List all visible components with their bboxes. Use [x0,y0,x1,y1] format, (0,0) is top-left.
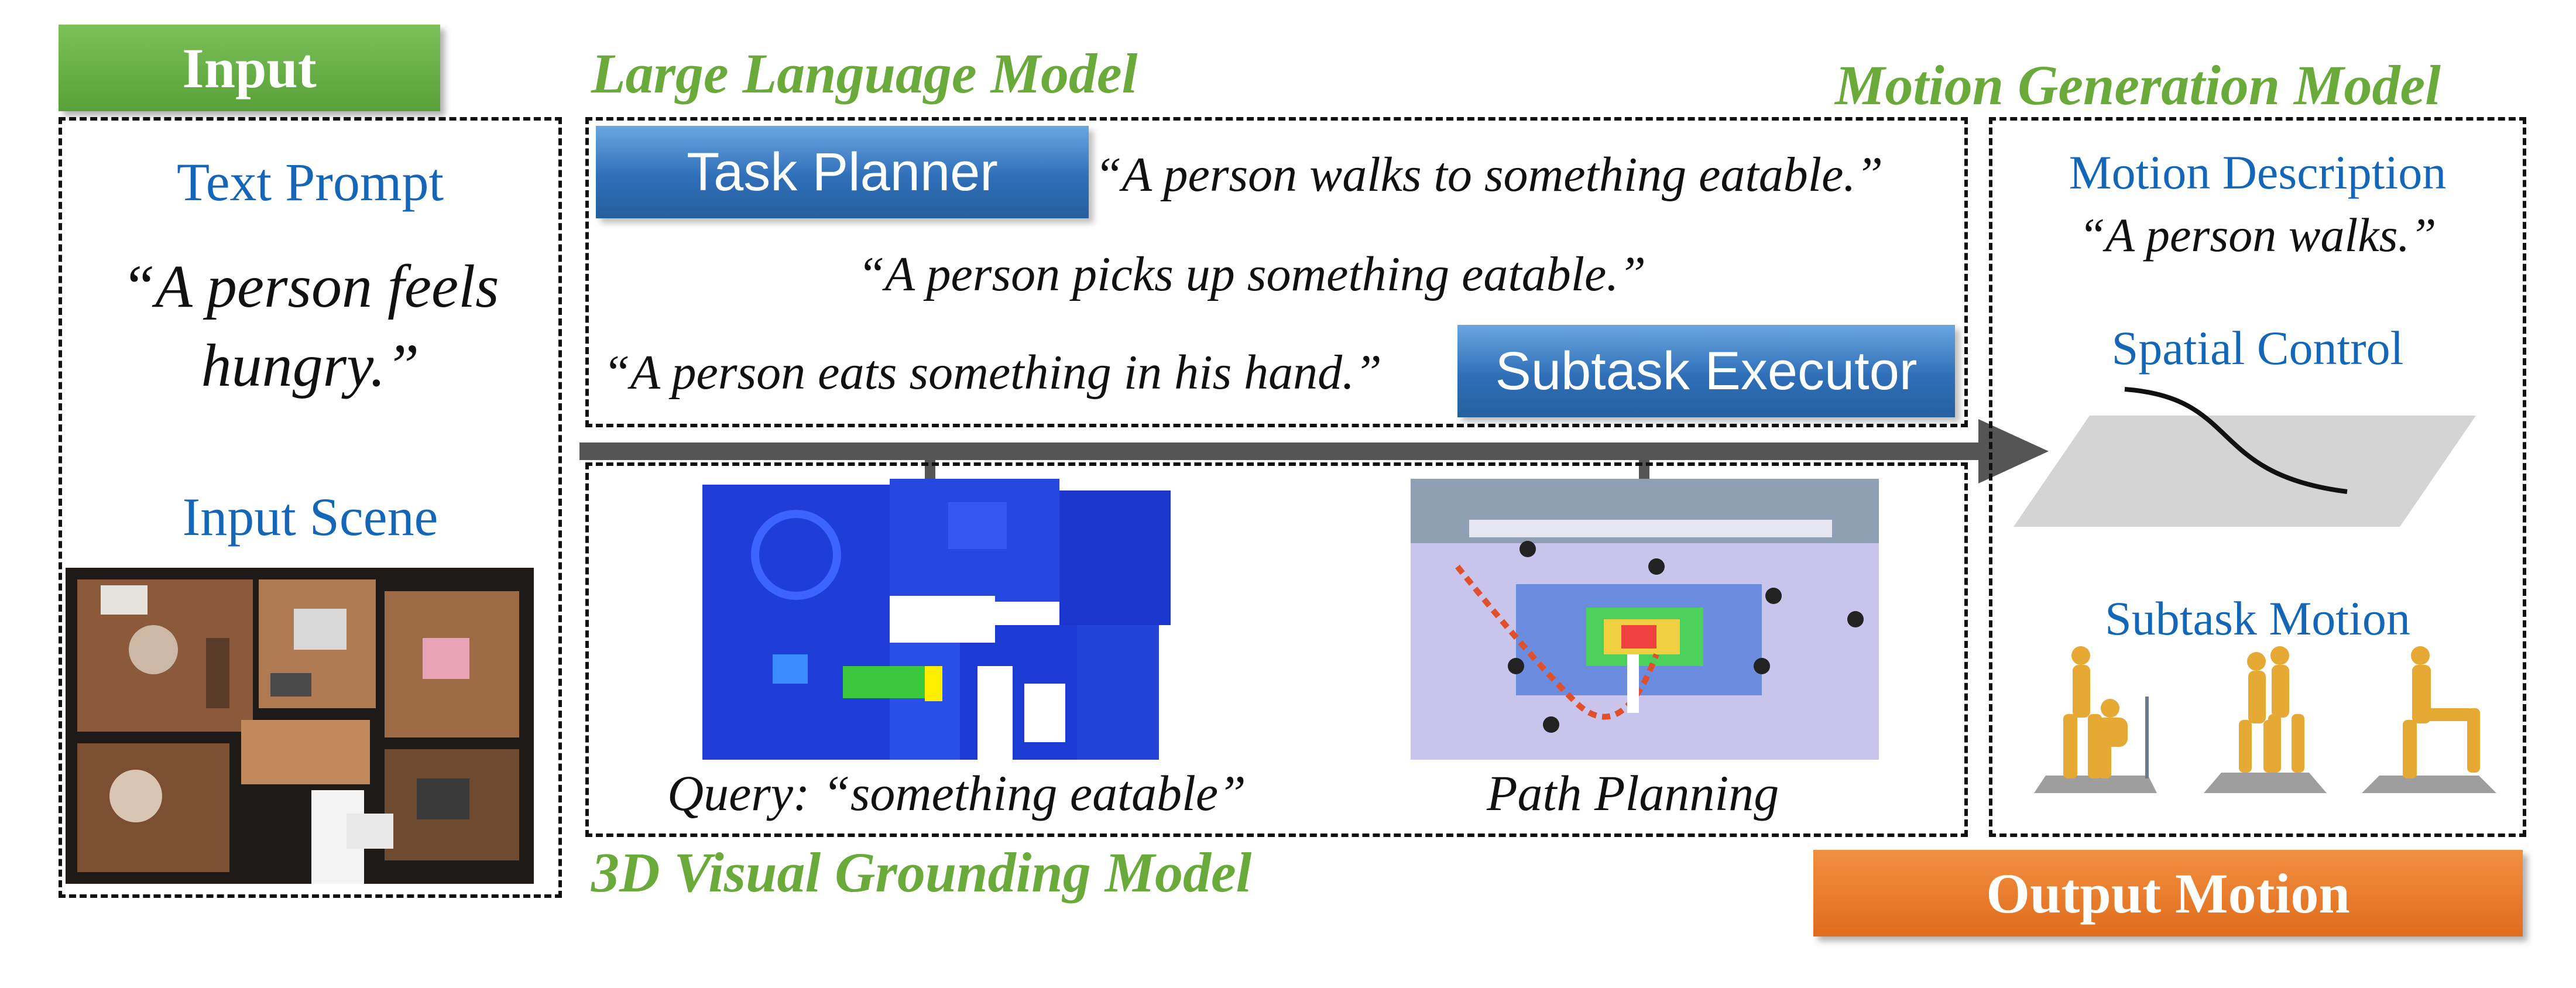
motion-panel [1989,117,2526,837]
query-point-cloud-image [702,479,1171,760]
subtask-motion-figures [2034,646,2496,793]
llm-panel [585,117,1968,427]
input-scene-heading: Input Scene [182,487,438,547]
query-caption: Query: “something eatable” [667,765,1246,821]
task-planner-label: Task Planner [687,142,998,202]
subtask-3-text: “A person eats something in his hand.” [603,345,1382,400]
subtask-executor-button[interactable]: Subtask Executor [1457,325,1955,417]
input-tag: Input [59,25,440,111]
subtask-executor-label: Subtask Executor [1495,341,1918,401]
grounding-title: 3D Visual Grounding Model [591,841,1252,904]
path-planning-caption: Path Planning [1487,765,1779,821]
flow-arrow [579,419,2049,492]
input-tag-label: Input [182,36,317,100]
llm-title: Large Language Model [591,42,1138,105]
text-prompt-heading: Text Prompt [176,152,444,212]
motion-description-heading: Motion Description [2069,146,2447,199]
text-prompt-line2: hungry.” [201,332,420,399]
path-planning-image [1411,479,1879,760]
task-planner-button[interactable]: Task Planner [596,126,1089,218]
text-prompt-line1: “A person feels [121,253,499,320]
subtask-1-text: “A person walks to something eatable.” [1095,147,1884,202]
motion-description-text: “A person walks.” [2078,208,2437,262]
output-motion-tag: Output Motion [1813,850,2523,936]
input-scene-image [66,568,534,884]
spatial-control-heading: Spatial Control [2111,321,2404,375]
subtask-2-text: “A person picks up something eatable.” [857,247,1647,301]
subtask-motion-heading: Subtask Motion [2105,592,2410,645]
grounding-panel [585,462,1968,837]
motion-title: Motion Generation Model [1835,54,2441,116]
input-panel [59,117,562,898]
output-motion-label: Output Motion [1986,862,2350,925]
spatial-control-plane [2014,387,2476,527]
